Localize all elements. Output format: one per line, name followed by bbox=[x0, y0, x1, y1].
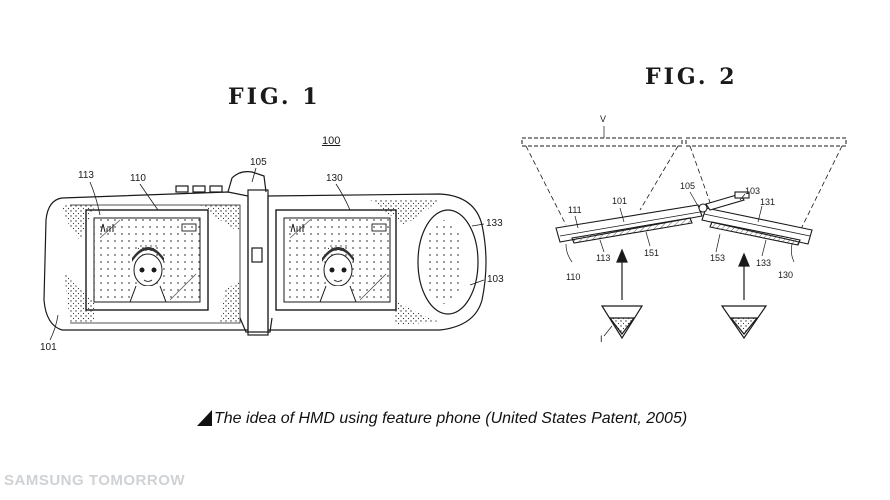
fig2-virtual-image bbox=[521, 137, 847, 147]
fig2-ref-130: 130 bbox=[778, 270, 794, 280]
fig1-phone-body bbox=[43, 171, 487, 336]
fig1-ref-103: 103 bbox=[487, 274, 504, 285]
fig1-left-screen bbox=[85, 209, 209, 311]
fig1-ref-110: 110 bbox=[130, 173, 146, 184]
fig1-leader-lines bbox=[49, 167, 485, 341]
fig2-title: FIG. 2 bbox=[645, 64, 738, 90]
fig2-ref-110: 110 bbox=[566, 272, 581, 282]
fig2-ref-131: 131 bbox=[760, 197, 776, 207]
fig1-body-shading bbox=[62, 200, 440, 325]
fig2-ref-101: 101 bbox=[612, 196, 628, 206]
fig2-ref-v: V bbox=[600, 114, 607, 124]
fig2-ref-103: 103 bbox=[745, 186, 761, 196]
fig2-ref-111: 111 bbox=[568, 205, 582, 215]
fig1-speaker bbox=[417, 209, 479, 315]
fig1-ref-113: 113 bbox=[78, 170, 94, 181]
fig2-ref-153: 153 bbox=[710, 253, 726, 263]
fig2-leader-lines bbox=[565, 126, 795, 337]
fig2-phone-section bbox=[555, 191, 813, 246]
fig1-ref-130: 130 bbox=[326, 173, 343, 184]
fig1-ref-133: 133 bbox=[486, 218, 503, 229]
fig1-ref-105: 105 bbox=[250, 157, 267, 168]
caption-triangle-icon bbox=[197, 410, 212, 426]
fig1-ref-100: 100 bbox=[322, 135, 341, 147]
fig2-ref-133: 133 bbox=[756, 258, 772, 268]
fig2-ref-105: 105 bbox=[680, 181, 696, 191]
fig2-projection-lines bbox=[525, 145, 843, 236]
watermark-logo: SAMSUNG TOMORROW bbox=[4, 472, 186, 489]
fig2-ref-i: I bbox=[600, 334, 603, 344]
caption: The idea of HMD using feature phone (Uni… bbox=[214, 410, 688, 427]
fig2-eye-arrows bbox=[616, 248, 750, 300]
fig1-ref-101: 101 bbox=[40, 342, 57, 353]
fig1-right-screen bbox=[275, 209, 397, 311]
fig2-ref-151: 151 bbox=[644, 248, 660, 258]
fig2-eyes bbox=[600, 305, 768, 340]
fig2-ref-113: 113 bbox=[596, 253, 611, 263]
fig1-title: FIG. 1 bbox=[228, 84, 321, 110]
